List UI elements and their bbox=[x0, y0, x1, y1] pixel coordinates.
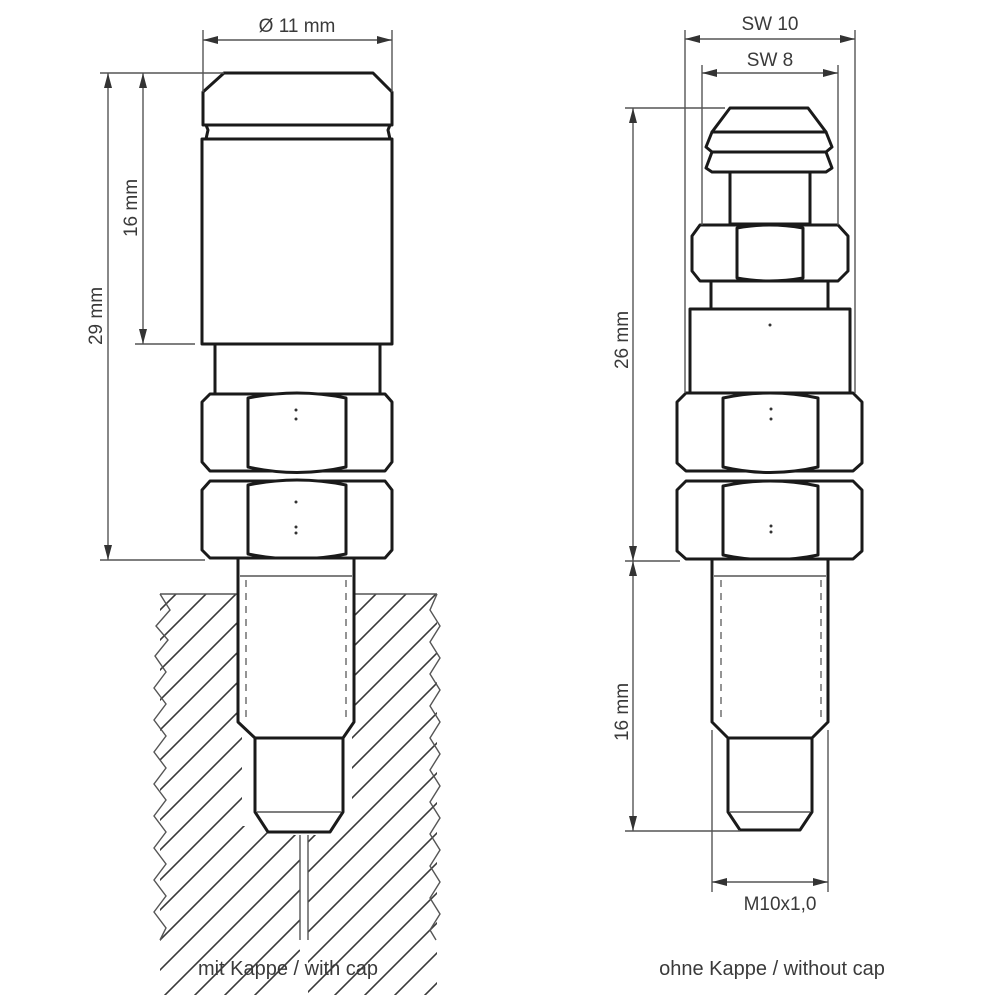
dimension-sw8: SW 8 bbox=[701, 50, 839, 225]
dimension-thread-length: 16 mm bbox=[612, 561, 740, 832]
cap-body bbox=[200, 137, 394, 346]
mounting-block-section bbox=[153, 593, 441, 995]
cap-groove bbox=[204, 123, 392, 141]
threaded-shank-m10 bbox=[710, 557, 830, 832]
collar bbox=[709, 279, 830, 311]
dimension-thread-spec: M10x1,0 bbox=[711, 730, 829, 915]
cap-top bbox=[201, 71, 394, 127]
hex-sw10-upper bbox=[675, 391, 864, 474]
label-body-height: 26 mm bbox=[612, 311, 633, 369]
figure-without-cap: SW 10 SW 8 26 mm 16 mm M10x1,0 ohne Kapp… bbox=[612, 14, 885, 980]
label-thread-length: 16 mm bbox=[612, 683, 633, 741]
dimension-cap-height: 16 mm bbox=[121, 73, 195, 345]
hex-sw8 bbox=[690, 223, 850, 283]
dimension-overall-height: 29 mm bbox=[86, 72, 224, 561]
dimension-body-height: 26 mm bbox=[612, 107, 725, 562]
label-diameter: Ø 11 mm bbox=[259, 16, 336, 37]
dimension-diameter: Ø 11 mm bbox=[202, 16, 393, 92]
label-cap-height: 16 mm bbox=[121, 179, 142, 237]
figure-with-cap: Ø 11 mm 29 mm 16 mm mit Kappe / with cap bbox=[86, 16, 441, 995]
body-cylinder bbox=[688, 307, 852, 395]
caption-without-cap: ohne Kappe / without cap bbox=[659, 958, 885, 980]
hex-sw10-lower bbox=[675, 479, 864, 562]
label-sw8: SW 8 bbox=[747, 50, 793, 71]
hex-nut-lower bbox=[200, 478, 394, 561]
caption-with-cap: mit Kappe / with cap bbox=[198, 958, 378, 980]
label-overall-height: 29 mm bbox=[86, 287, 107, 345]
neck bbox=[213, 342, 382, 396]
label-sw10: SW 10 bbox=[741, 14, 798, 35]
dimension-sw10: SW 10 bbox=[684, 14, 856, 393]
label-thread-spec: M10x1,0 bbox=[744, 894, 817, 915]
nipple-tip bbox=[704, 106, 834, 226]
hex-nut-upper bbox=[200, 391, 394, 474]
threaded-shank bbox=[236, 556, 356, 834]
